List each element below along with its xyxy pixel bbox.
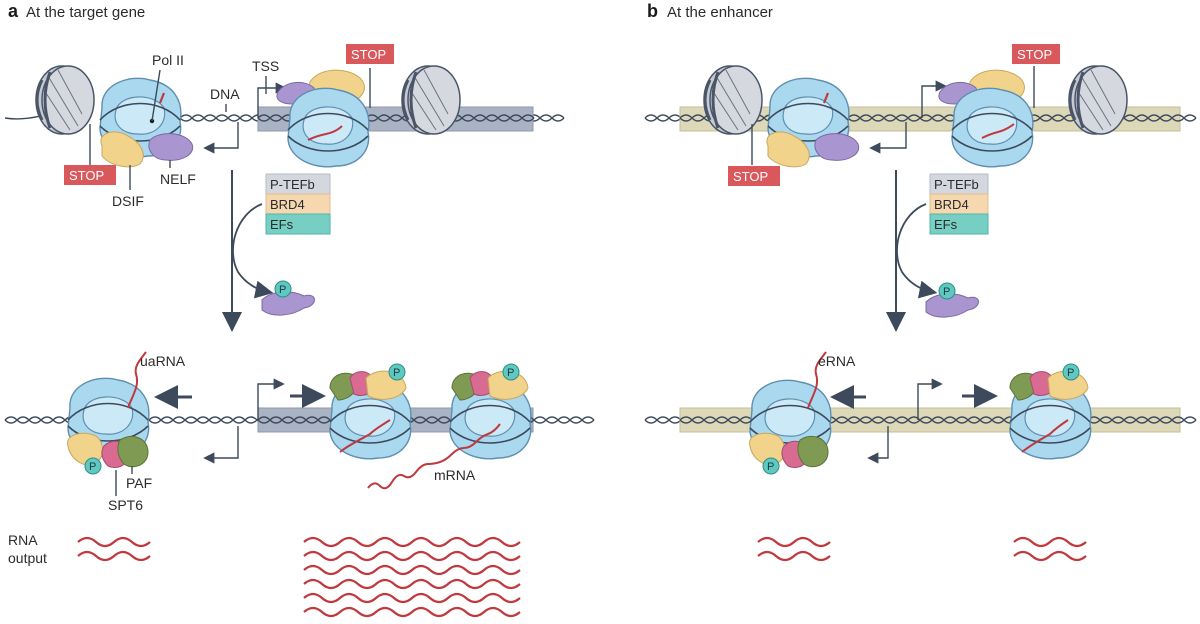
panel-b: b At the enhancer STOP STOP P-TEFb BRD <box>644 1 1197 562</box>
stop-label-right-a: STOP <box>351 47 386 62</box>
rna-output-sense-b <box>1012 536 1088 562</box>
dna-label: DNA <box>210 86 240 102</box>
rna-output-label-line1: RNA <box>8 532 38 548</box>
p-tefb-label: P-TEFb <box>270 177 315 192</box>
stop-sign-left-a <box>64 165 116 185</box>
erna-label: eRNA <box>818 353 856 369</box>
panel-a-letter: a <box>8 1 19 21</box>
stop-sign-right-b <box>1012 44 1060 64</box>
panel-b-title: At the enhancer <box>667 4 773 21</box>
nucleosome-icon <box>34 64 96 136</box>
stop-label-right-b: STOP <box>1017 47 1052 62</box>
brd4-label: BRD4 <box>270 197 305 212</box>
rna-output-antisense-a <box>76 536 152 562</box>
rna-output-sense-a <box>303 536 521 618</box>
pol-ii-enhancer-tss <box>951 87 1034 168</box>
sense-tss-arrow <box>257 82 287 118</box>
tss-label: TSS <box>252 58 279 74</box>
dsif-label: DSIF <box>112 193 144 209</box>
phospho-label-b: P <box>943 286 950 298</box>
brd4-label-b: BRD4 <box>934 197 969 212</box>
phospho-label-b-sense: P <box>1067 367 1074 379</box>
phospho-icon <box>274 280 292 298</box>
stop-sign-right-a <box>346 44 394 64</box>
phospho-label-antisense: P <box>89 461 96 473</box>
stop-label-left-a: STOP <box>69 168 104 183</box>
nucleosome-icon <box>1067 64 1129 136</box>
uarna-strand <box>127 351 147 409</box>
antisense-tss-arrow <box>203 122 239 154</box>
efs-label-b: EFs <box>934 217 958 232</box>
stop-sign-left-b <box>728 166 780 186</box>
phospho-label-elong1: P <box>393 367 400 379</box>
nelf-label: NELF <box>160 171 196 187</box>
panel-a-title: At the target gene <box>26 4 145 21</box>
uarna-label: uaRNA <box>140 353 186 369</box>
factor-box-a: P-TEFb BRD4 EFs <box>265 173 331 235</box>
nucleosome-icon <box>400 64 462 136</box>
mrna-strand <box>367 423 501 490</box>
erna-strand <box>807 351 827 409</box>
efs-label: EFs <box>270 217 294 232</box>
phospho-label-b-antisense: P <box>767 461 774 473</box>
rna-output-antisense-b <box>756 536 832 562</box>
panel-a: a At the target gene Pol II DSIF NELF ST… <box>4 1 595 618</box>
nelf-icon <box>148 133 194 161</box>
pol-ii-tss <box>287 87 370 168</box>
p-tefb-label-b: P-TEFb <box>934 177 979 192</box>
paf-label: PAF <box>126 475 152 491</box>
release-arrow-a <box>232 203 274 299</box>
rna-output-label-line2: output <box>8 550 47 566</box>
nucleosome-icon <box>702 64 764 136</box>
stop-label-left-b: STOP <box>733 169 768 184</box>
mrna-label: mRNA <box>434 467 476 483</box>
spt6-label: SPT6 <box>108 497 143 513</box>
pol-ii-leader <box>151 69 161 122</box>
paf-icon <box>117 436 149 468</box>
pol-ii-label: Pol II <box>152 52 184 68</box>
dsif-icon <box>100 131 144 168</box>
phospho-label-elong2: P <box>507 367 514 379</box>
efs-factor <box>265 213 331 235</box>
factor-box-b: P-TEFb BRD4 EFs <box>929 173 989 235</box>
panel-b-letter: b <box>647 1 658 21</box>
phospho-label: P <box>279 284 286 296</box>
